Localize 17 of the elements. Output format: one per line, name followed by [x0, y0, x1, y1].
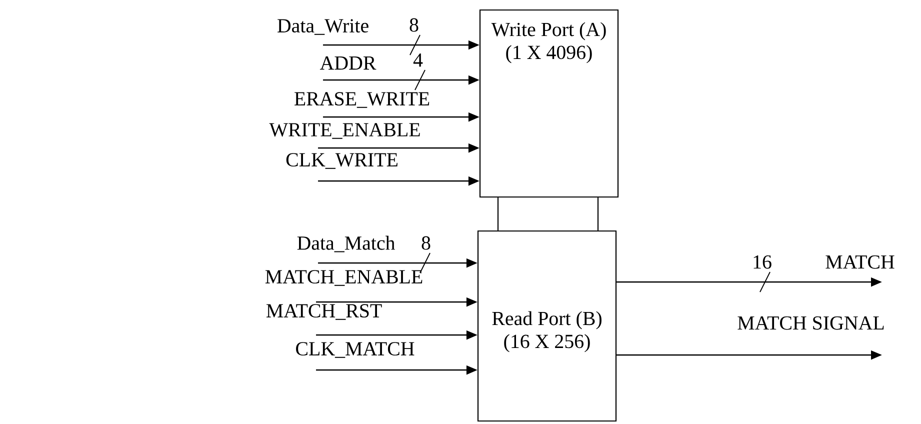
port-box: Write Port (A) (1 X 4096) [479, 9, 619, 198]
port-box: Read Port (B) (16 X 256) [477, 230, 617, 422]
signal-label: CLK_MATCH [296, 342, 414, 358]
signal-label: WRITE_ENABLE [269, 123, 420, 139]
bus-width-label: 8 [422, 236, 430, 250]
bus-width-label: 4 [413, 53, 423, 67]
signal-label: Data_Write [278, 19, 368, 35]
signal-label: MATCH_ENABLE [265, 270, 422, 286]
signal-label: MATCH_RST [266, 304, 382, 320]
bus-width-label: 16 [754, 255, 772, 269]
signal-label: ERASE_WRITE [294, 92, 430, 108]
signal-label: CLK_WRITE [286, 153, 398, 169]
signal-label: Data_Match [297, 236, 395, 252]
signal-label: MATCH SIGNAL [738, 316, 884, 330]
signal-label: MATCH [826, 255, 894, 269]
bus-width-label: 8 [410, 18, 418, 32]
signal-label: ADDR [320, 56, 376, 70]
